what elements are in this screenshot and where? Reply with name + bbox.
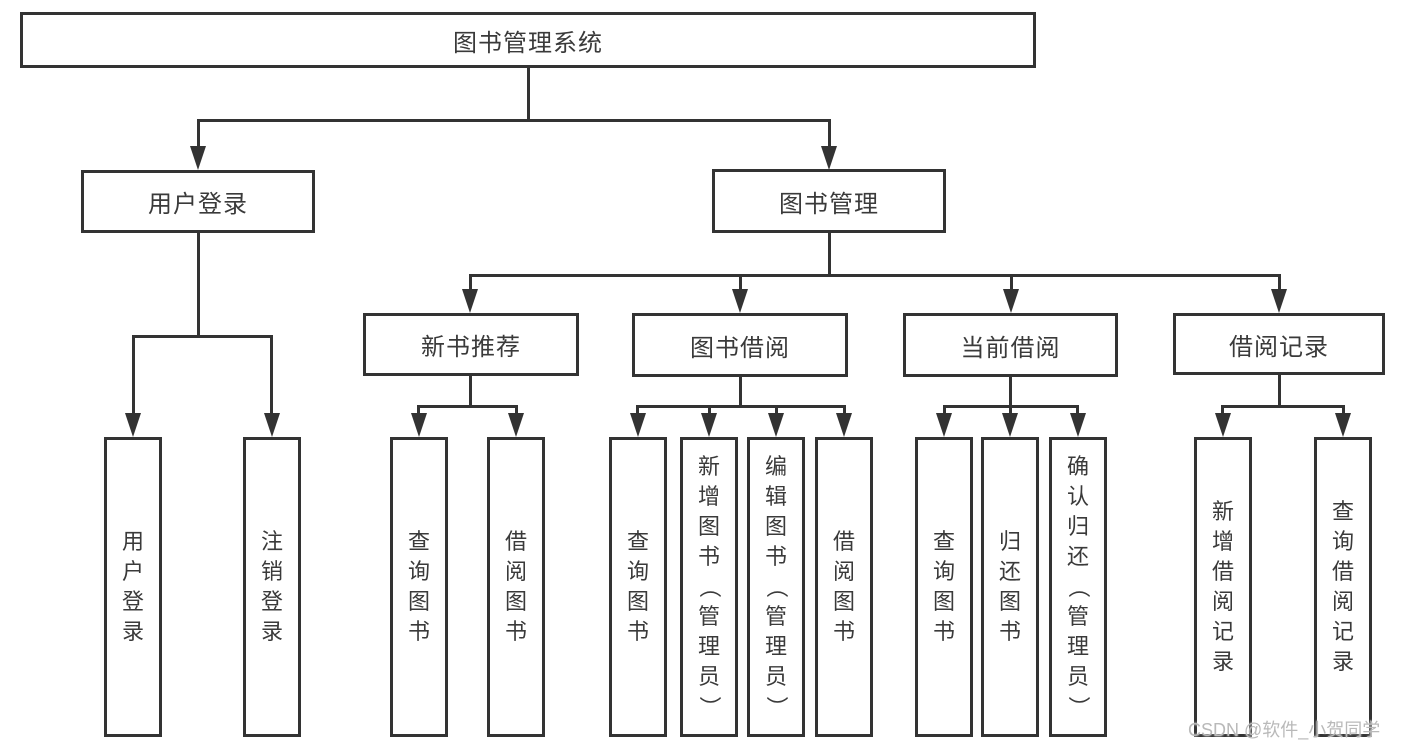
node-user-login: 用户登录 <box>81 170 315 233</box>
connector-line <box>843 405 846 415</box>
connector-line <box>636 405 846 408</box>
connector-line <box>1278 274 1281 291</box>
connector-line <box>1221 405 1345 408</box>
arrowhead-icon <box>1003 289 1019 313</box>
arrowhead-icon <box>701 413 717 437</box>
leaf-borrow-books-1: 借阅图书 <box>487 437 545 737</box>
node-book-borrowing: 图书借阅 <box>632 313 848 377</box>
leaf-return-book: 归还图书 <box>981 437 1039 737</box>
connector-line <box>1009 405 1012 415</box>
connector-line <box>943 405 946 415</box>
connector-line <box>417 405 420 415</box>
node-new-book-recommendation: 新书推荐 <box>363 313 579 376</box>
connector-line <box>1278 375 1281 407</box>
connector-line <box>1342 405 1345 415</box>
connector-line <box>417 405 518 408</box>
arrowhead-icon <box>264 413 280 437</box>
arrowhead-icon <box>821 146 837 170</box>
arrowhead-icon <box>1002 413 1018 437</box>
leaf-edit-book-admin: 编辑图书（管理员） <box>747 437 805 737</box>
arrowhead-icon <box>190 146 206 170</box>
leaf-query-books-2: 查询图书 <box>609 437 667 737</box>
connector-line <box>197 119 200 150</box>
connector-line <box>197 119 831 122</box>
leaf-add-book-admin: 新增图书（管理员） <box>680 437 738 737</box>
connector-line <box>469 274 472 291</box>
arrowhead-icon <box>411 413 427 437</box>
arrowhead-icon <box>1271 289 1287 313</box>
leaf-borrow-books-2: 借阅图书 <box>815 437 873 737</box>
node-library-system: 图书管理系统 <box>20 12 1036 68</box>
connector-line <box>132 335 273 338</box>
node-book-management: 图书管理 <box>712 169 946 233</box>
leaf-logout: 注销登录 <box>243 437 301 737</box>
leaf-user-login: 用户登录 <box>104 437 162 737</box>
arrowhead-icon <box>732 289 748 313</box>
leaf-query-borrow-record: 查询借阅记录 <box>1314 437 1372 737</box>
connector-line <box>132 335 135 415</box>
connector-line <box>1009 377 1012 407</box>
connector-line <box>828 119 831 150</box>
arrowhead-icon <box>936 413 952 437</box>
connector-line <box>775 405 778 415</box>
connector-line <box>636 405 639 415</box>
connector-line <box>270 335 273 415</box>
arrowhead-icon <box>508 413 524 437</box>
connector-line <box>469 376 472 407</box>
connector-line <box>197 233 200 337</box>
connector-line <box>708 405 711 415</box>
connector-line <box>739 377 742 407</box>
leaf-query-books-1: 查询图书 <box>390 437 448 737</box>
connector-line <box>1010 274 1013 291</box>
connector-line <box>739 274 742 291</box>
connector-line <box>515 405 518 415</box>
connector-line <box>469 274 1281 277</box>
connector-line <box>1221 405 1224 415</box>
arrowhead-icon <box>768 413 784 437</box>
watermark: CSDN @软件_小贺同学 <box>1188 720 1381 740</box>
connector-line <box>527 68 530 120</box>
leaf-query-books-3: 查询图书 <box>915 437 973 737</box>
arrowhead-icon <box>1070 413 1086 437</box>
leaf-add-borrow-record: 新增借阅记录 <box>1194 437 1252 737</box>
arrowhead-icon <box>836 413 852 437</box>
arrowhead-icon <box>462 289 478 313</box>
connector-line <box>1076 405 1079 415</box>
arrowhead-icon <box>1335 413 1351 437</box>
arrowhead-icon <box>630 413 646 437</box>
node-borrowing-records: 借阅记录 <box>1173 313 1385 375</box>
leaf-confirm-return-admin: 确认归还（管理员） <box>1049 437 1107 737</box>
arrowhead-icon <box>125 413 141 437</box>
connector-line <box>828 233 831 276</box>
node-current-borrowing: 当前借阅 <box>903 313 1118 377</box>
arrowhead-icon <box>1215 413 1231 437</box>
